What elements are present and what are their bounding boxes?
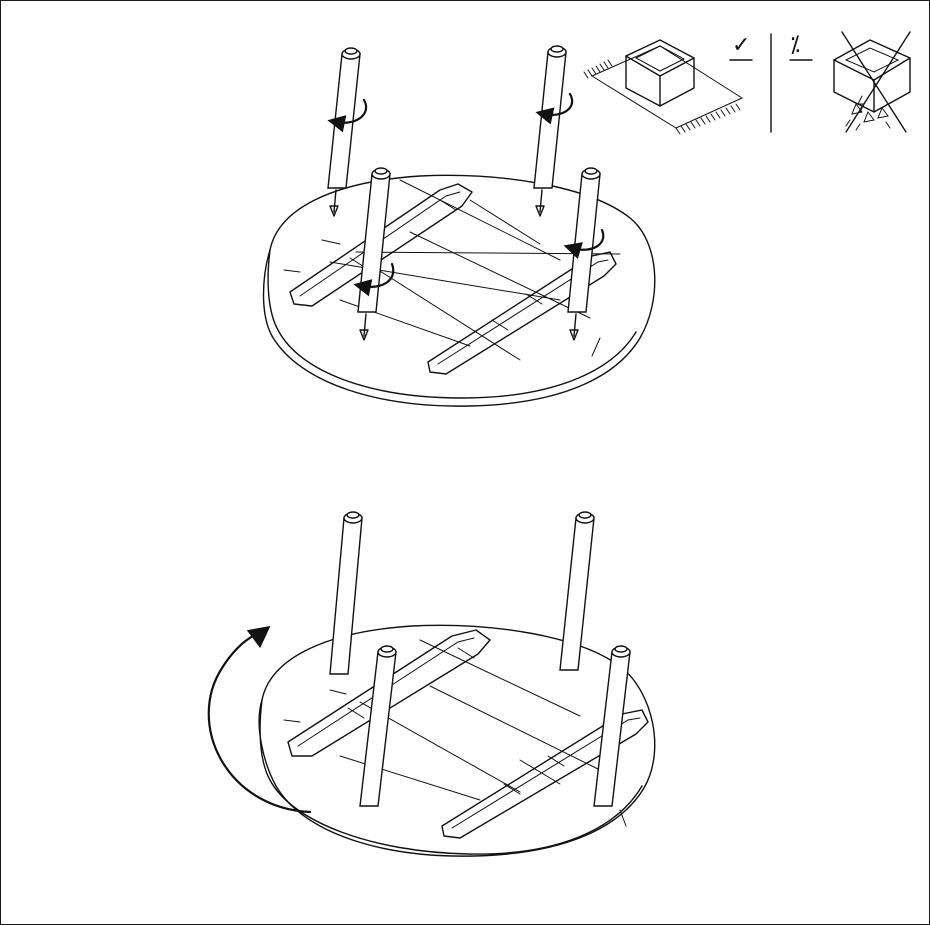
leg-back-right	[533, 45, 567, 217]
step2-assembly	[207, 511, 656, 857]
leg-front-left	[359, 645, 397, 807]
leg-back-left	[329, 511, 363, 675]
tabletop-underside	[262, 174, 656, 407]
leg-back-right	[559, 511, 595, 671]
ok-mark: ✓	[729, 33, 753, 61]
flip-arrow-icon	[207, 626, 312, 814]
leg-front-right	[593, 645, 631, 807]
ok-symbol: ✓	[732, 33, 750, 58]
not-ok-symbol: ⁒	[790, 33, 800, 58]
not-ok-mark: ⁒	[789, 33, 813, 61]
step1-assembly	[262, 45, 656, 407]
crossed-box-on-hard-floor-icon	[833, 31, 911, 133]
tabletop-underside	[258, 624, 656, 857]
care-panel: ✓ ⁒	[583, 31, 911, 135]
leg-back-left	[327, 47, 361, 217]
leg-front-right	[567, 167, 601, 341]
rotate-arrow-icon	[327, 92, 605, 297]
box-on-rug-icon	[583, 39, 744, 135]
leg-front-left	[357, 167, 391, 341]
